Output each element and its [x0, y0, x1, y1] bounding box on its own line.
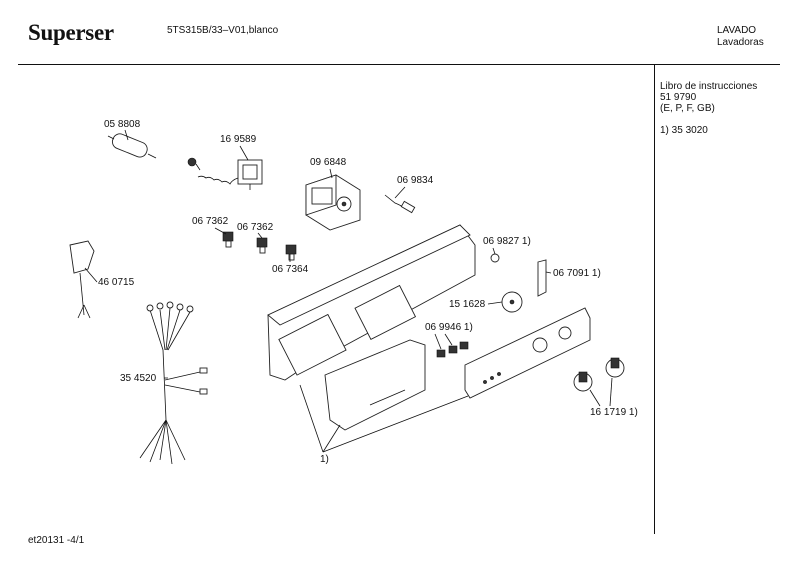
model-code: 5TS315B/33–V01,blanco	[167, 25, 279, 36]
part-label-151628: 15 1628	[449, 299, 486, 310]
small-parts	[490, 253, 547, 313]
capacitor-part	[107, 133, 157, 159]
header-divider	[18, 64, 780, 65]
sidebar-info: Libro de instrucciones 51 9790 (E, P, F,…	[660, 81, 757, 136]
manual-title: Libro de instrucciones	[660, 81, 758, 92]
part-label-069946: 06 9946 1)	[425, 322, 473, 333]
part-label-067091: 06 7091 1)	[553, 268, 601, 279]
part-label-161719: 16 1719 1)	[590, 407, 638, 418]
timer-part	[305, 174, 361, 231]
leader-lines	[84, 129, 613, 453]
document-code: et20131 -4/1	[28, 535, 85, 546]
pushbutton-switch-parts	[222, 231, 297, 261]
sidebar-divider	[654, 64, 655, 534]
manual-number: 51 9790	[660, 92, 697, 103]
category-title: LAVADO	[717, 25, 757, 36]
part-label-069834: 06 9834	[397, 175, 434, 186]
part-label-069827: 06 9827 1)	[483, 236, 531, 247]
control-panel-frame-part	[267, 224, 476, 381]
part-label-footnote: 1)	[320, 454, 329, 465]
part-label-096848: 09 6848	[310, 157, 347, 168]
brand-logo: Superser	[28, 20, 114, 45]
control-knobs-part	[573, 357, 625, 392]
wiring-harness-part	[139, 301, 208, 465]
mains-plug-part	[69, 240, 95, 319]
part-label-169589: 16 9589	[220, 134, 257, 145]
manual-languages: (E, P, F, GB)	[660, 103, 715, 114]
footnote-reference: 1) 35 3020	[660, 125, 708, 136]
thermostat-switch-part	[187, 157, 263, 190]
detergent-drawer-part	[324, 339, 426, 431]
indicator-lamp-part	[384, 194, 416, 214]
part-label-067362-a: 06 7362	[192, 216, 229, 227]
front-fascia-part	[464, 307, 591, 399]
part-label-067362-b: 06 7362	[237, 222, 274, 233]
category-subtitle: Lavadoras	[717, 37, 764, 48]
category-block: LAVADO Lavadoras	[717, 25, 764, 49]
push-buttons-part	[436, 341, 469, 358]
part-label-067364: 06 7364	[272, 264, 309, 275]
part-label-354520: 35 4520	[120, 373, 157, 384]
part-label-058808: 05 8808	[104, 119, 141, 130]
part-label-460715: 46 0715	[98, 277, 135, 288]
